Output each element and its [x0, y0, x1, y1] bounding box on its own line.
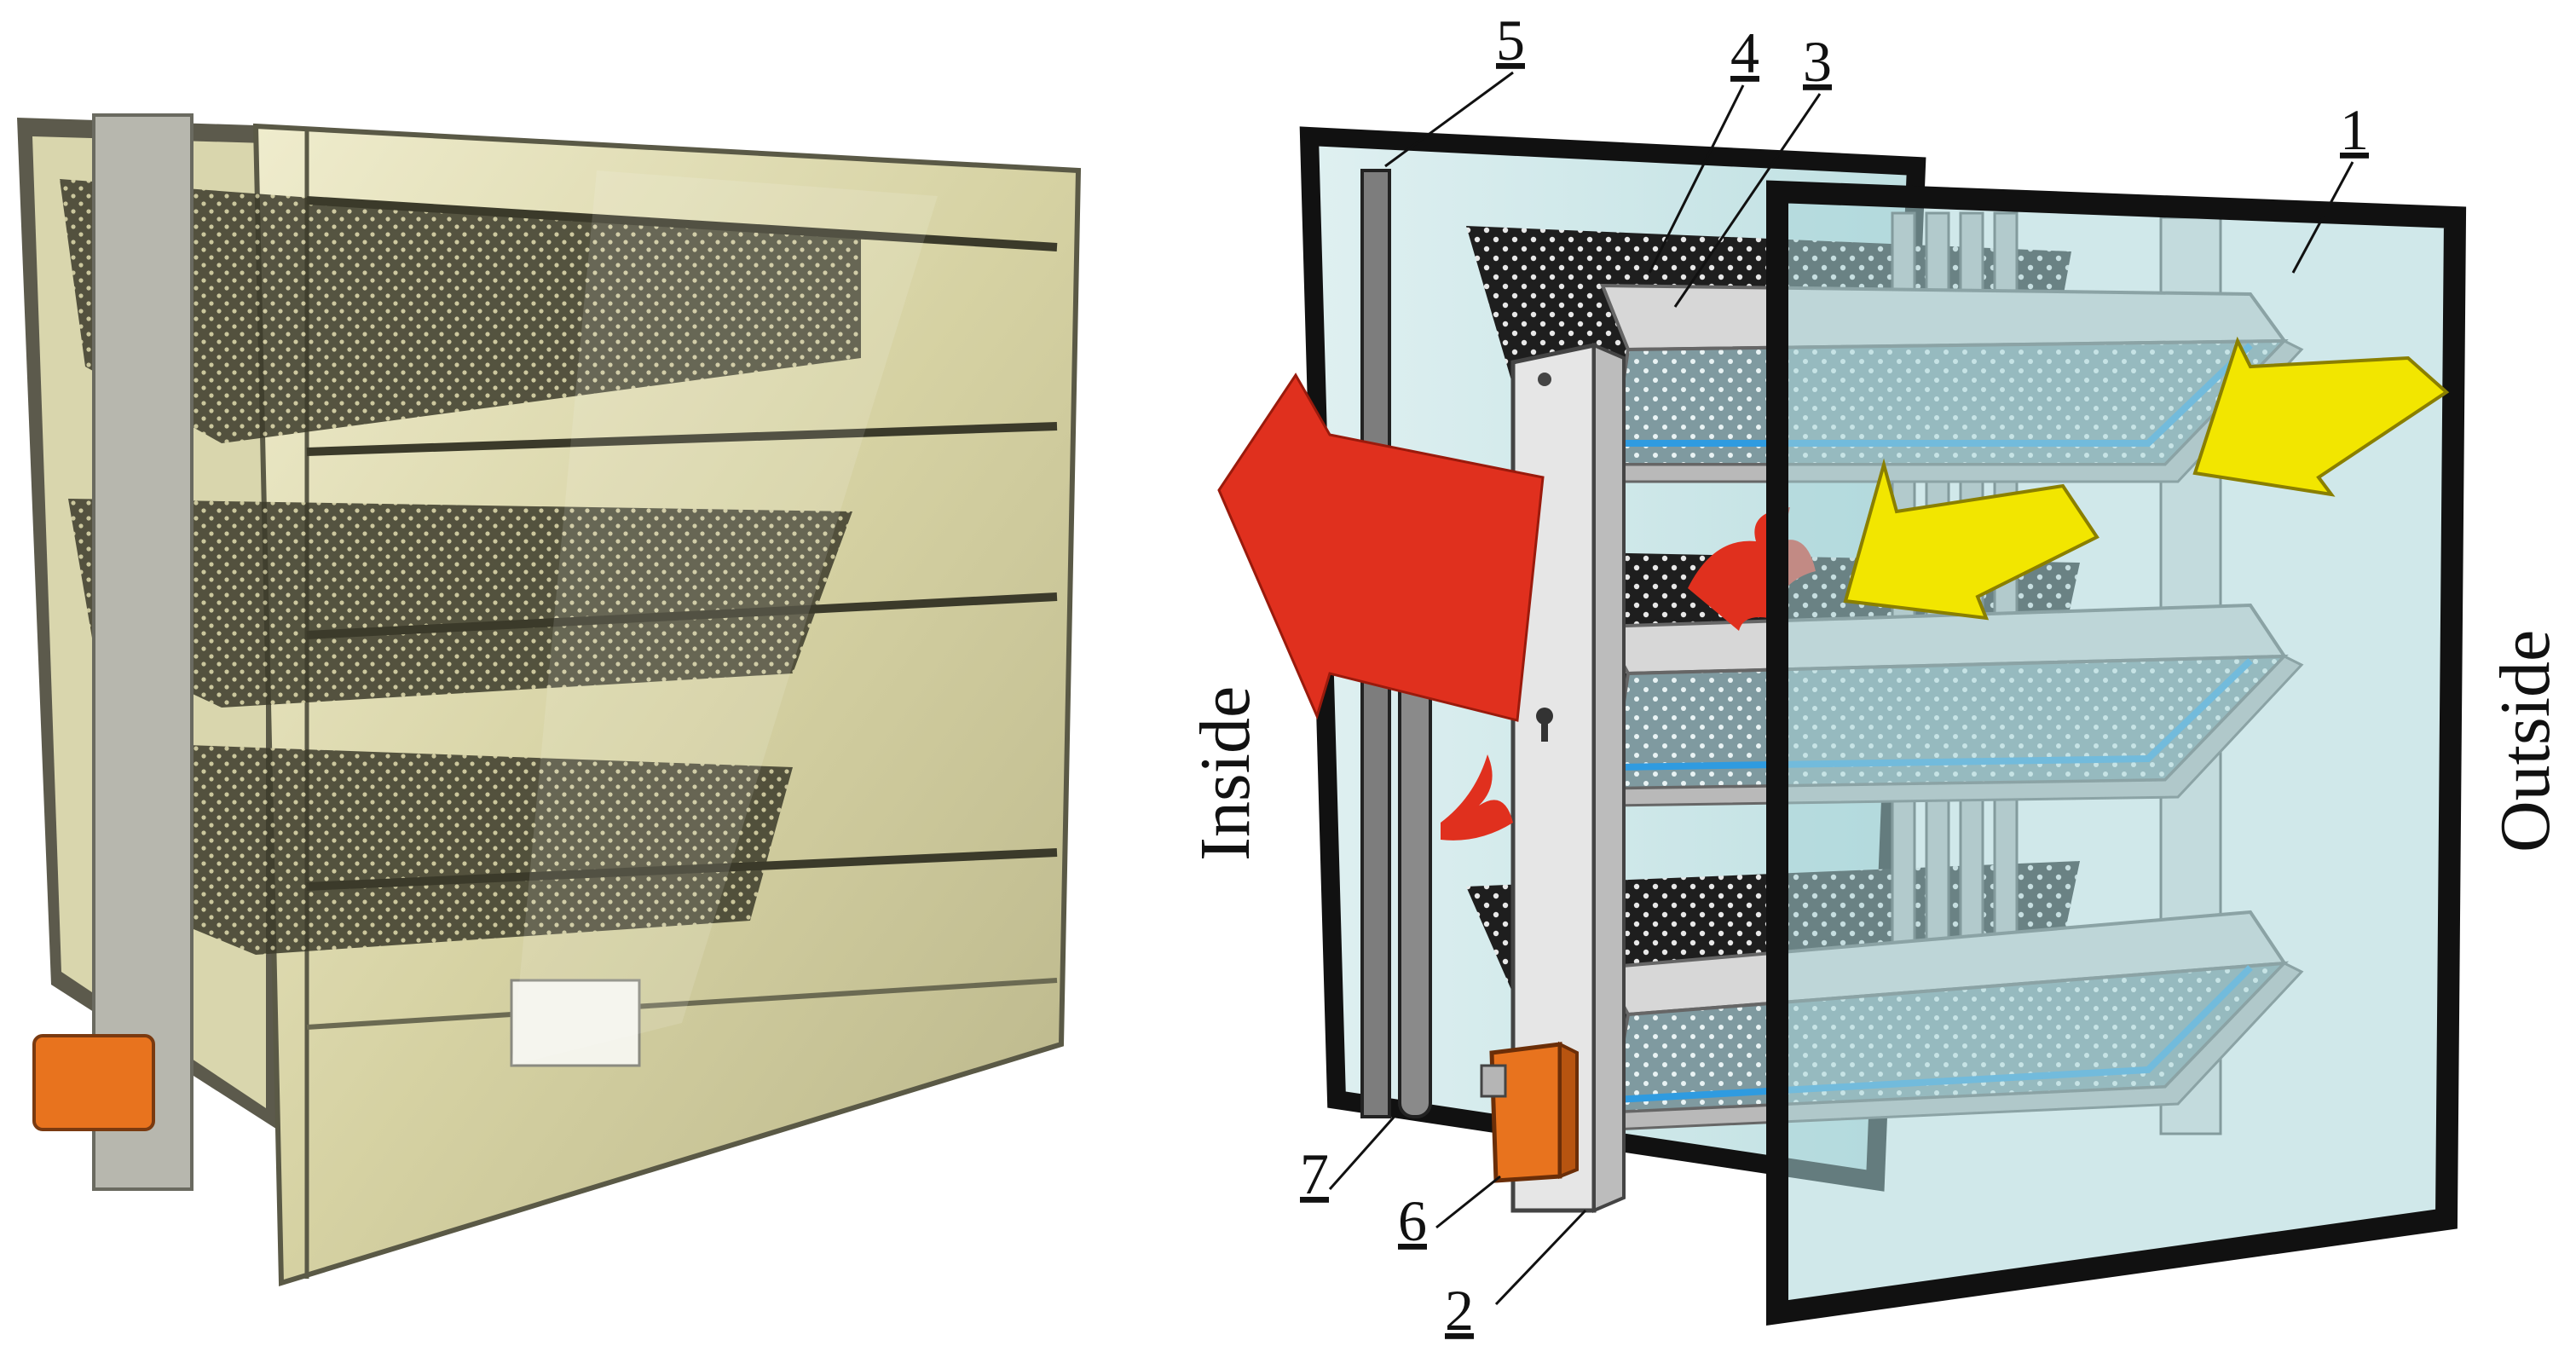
- photo-glass-glare: [511, 170, 938, 1066]
- photo-mesh-middle: [68, 499, 852, 708]
- actuator-motor: [1480, 1041, 1579, 1183]
- schematic-diagram: 5 4 3 1 7 6 2 Inside Outside: [1186, 8, 2565, 1343]
- callout-6: 6: [1398, 1188, 1427, 1253]
- photo-vertical-strut: [92, 113, 193, 1191]
- air-arrow-upper: [2192, 336, 2450, 497]
- callout-leaders: [1328, 71, 2354, 1306]
- photo-slat-4: [306, 848, 1058, 891]
- photo-slat-2: [306, 422, 1058, 456]
- heat-flow-arrows: [1217, 373, 1816, 841]
- photo-slat-1: [306, 196, 1058, 251]
- callout-5: 5: [1496, 8, 1525, 72]
- prototype-photo: [17, 113, 1082, 1287]
- callout-4: 4: [1730, 20, 1759, 85]
- photo-mesh-bottom: [94, 742, 793, 955]
- photo-actuator: [32, 1034, 155, 1131]
- pivot-screw-icon: [1538, 373, 1551, 386]
- heat-wave-upper: [1688, 507, 1816, 631]
- air-arrow-lower: [1843, 458, 2099, 621]
- photo-label-sticker: [510, 979, 641, 1067]
- heat-wave-lower: [1441, 754, 1513, 841]
- airflow-arrows: [1843, 336, 2450, 621]
- callout-1: 1: [2340, 97, 2369, 162]
- inside-label: Inside: [1186, 686, 1265, 861]
- photo-slat-5: [306, 978, 1058, 1030]
- photo-slat-3: [306, 592, 1058, 639]
- callout-3: 3: [1803, 29, 1832, 94]
- callout-7: 7: [1300, 1141, 1329, 1206]
- photo-mesh-top: [60, 179, 861, 443]
- outside-label: Outside: [2486, 630, 2565, 852]
- callout-2: 2: [1445, 1278, 1474, 1343]
- heat-arrow-large: [1217, 373, 1545, 722]
- keyhole-icon: [1536, 708, 1553, 725]
